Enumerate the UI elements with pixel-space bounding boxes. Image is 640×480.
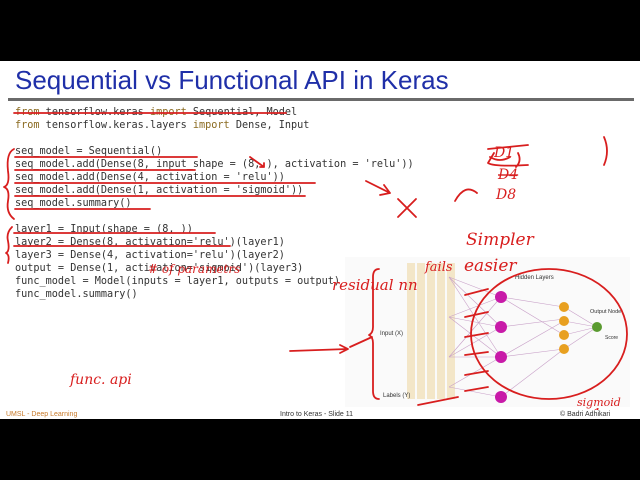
ink-num-params: # of parametrs: [148, 262, 240, 276]
func-code-line: layer1 = Input(shape = (8, )): [15, 224, 193, 235]
import-names: Dense, Input: [229, 120, 310, 131]
ink-d4: D4: [497, 167, 518, 183]
ink-sigmoid: sigmoid: [577, 396, 621, 409]
ink-residual-nn: residual nn: [332, 276, 418, 294]
hidden-nodes: [559, 302, 569, 354]
func-code-line: layer2 = Dense(8, activation='relu')(lay…: [15, 237, 285, 248]
neural-network-diagram: Hidden Layers Output Node Score Input (X…: [345, 257, 630, 407]
output-node: [592, 322, 602, 332]
seq-code-line: seq_model.add(Dense(8, input_shape = (8,…: [15, 159, 414, 170]
seq-code-line: seq_model.add(Dense(1, activation = 'sig…: [15, 185, 304, 196]
connection-lines: [448, 276, 598, 398]
keyword-from: from: [15, 120, 40, 131]
slide-footer: UMSL - Deep Learning Intro to Keras - Sl…: [0, 410, 640, 419]
seq-code-line: seq_model.add(Dense(4, activation = 'rel…: [15, 172, 285, 183]
func-code-line: func_model = Model(inputs = layer1, outp…: [15, 276, 341, 287]
data-table-columns: [407, 263, 455, 399]
input-nodes: [495, 291, 507, 403]
func-code-line: layer3 = Dense(4, activation='relu')(lay…: [15, 250, 285, 261]
output-node-label: Output Node: [590, 309, 621, 315]
title-divider: [8, 98, 634, 101]
module-name: tensorflow.keras.layers: [39, 120, 193, 131]
ink-easier: easier: [464, 256, 517, 276]
slide-title: Sequential vs Functional API in Keras: [15, 65, 449, 95]
footer-course: UMSL - Deep Learning: [6, 411, 78, 418]
func-code-line: output = Dense(1, activation='sigmoid')(…: [15, 263, 304, 274]
input-x-label: Input (X): [380, 331, 403, 337]
hidden-layers-label: Hidden Layers: [515, 275, 554, 281]
seq-code-line: seq_model.summary(): [15, 198, 132, 209]
footer-author: © Badri Adhikari: [560, 411, 611, 418]
footer-slide-info: Intro to Keras - Slide 11: [280, 411, 354, 418]
keyword-import: import: [192, 120, 230, 131]
func-code-line: func_model.summary(): [15, 289, 138, 300]
labels-y-label: Labels (Y): [383, 393, 410, 399]
import-line-2: from tensorflow.keras.layers import Dens…: [15, 119, 309, 132]
ink-func-api: func. api: [69, 372, 132, 388]
ink-d1: D1: [493, 145, 514, 161]
handwritten-annotations: D1 D4 D8 Simpler easier # of parametrs r…: [3, 112, 621, 419]
ink-simpler: Simpler: [466, 230, 535, 250]
diagram-ink-markings: [349, 268, 628, 400]
ink-d8: D8: [495, 187, 516, 203]
ink-fails: fails: [424, 260, 453, 275]
seq-code-line: seq_model = Sequential(): [15, 146, 163, 157]
score-label: Score: [605, 335, 618, 341]
ink-strokes: [3, 112, 608, 406]
slide: Sequential vs Functional API in Keras fr…: [0, 61, 640, 419]
